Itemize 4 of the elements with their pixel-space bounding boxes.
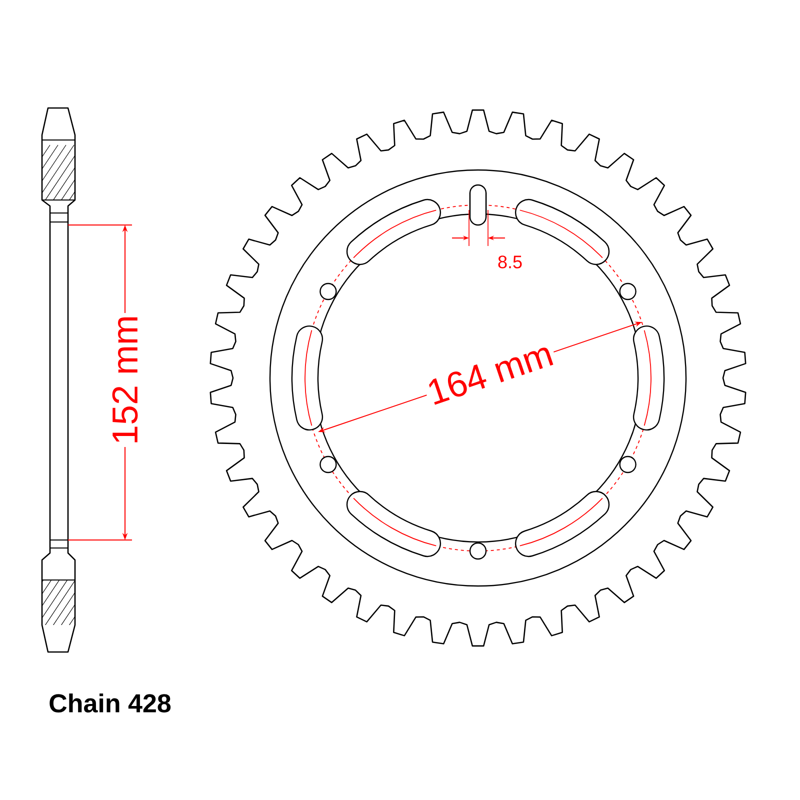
dimension-label: 152 mm [110,312,140,448]
chain-size-label: Chain 428 [46,691,174,715]
dimension-label: 8.5 [496,254,525,270]
dimension-label: 164 mm [422,338,558,408]
